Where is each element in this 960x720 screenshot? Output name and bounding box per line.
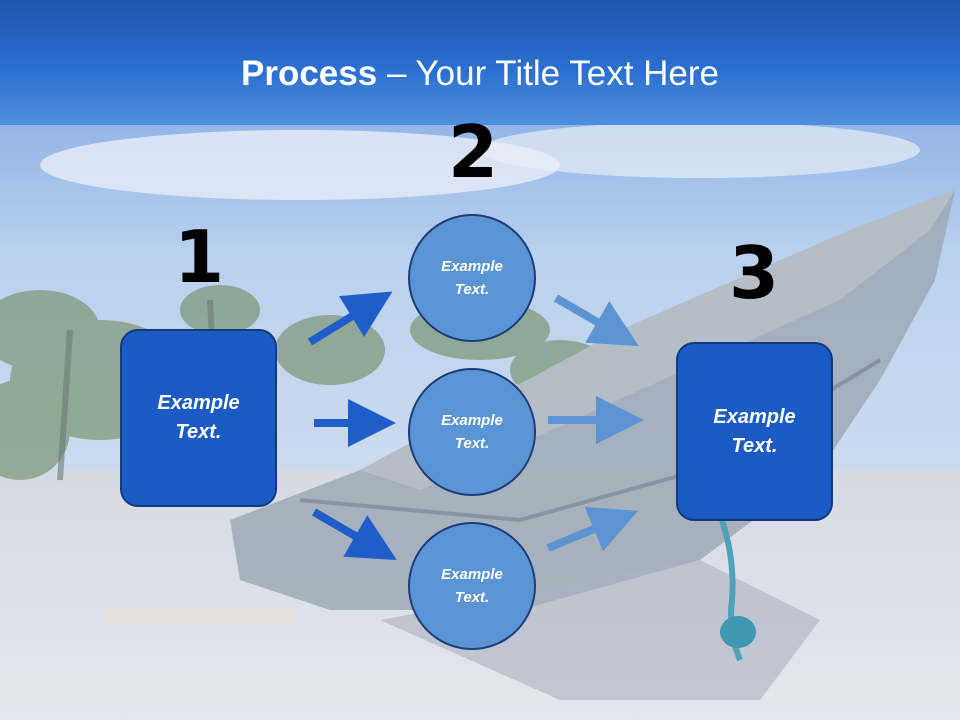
step-2-circle-middle: Example Text.	[408, 368, 536, 496]
step-1-box: Example Text.	[120, 329, 277, 507]
arrow-left-to-bottom	[311, 508, 397, 561]
slide-title: Process – Your Title Text Here	[0, 52, 960, 96]
title-strong: Process	[241, 54, 378, 93]
circle-bottom-label: Example Text.	[441, 566, 503, 606]
step-1-box-label: Example Text.	[157, 392, 240, 443]
step-3-box: Example Text.	[676, 342, 833, 521]
arrow-left-to-top	[307, 291, 393, 346]
step-2-circle-top: Example Text.	[408, 214, 536, 342]
circle-middle-label: Example Text.	[441, 412, 503, 452]
arrow-top-to-right	[553, 294, 639, 347]
title-rest: – Your Title Text Here	[377, 54, 719, 93]
step-number-1: 1	[173, 215, 225, 299]
step-2-circle-bottom: Example Text.	[408, 522, 536, 650]
circle-top-label: Example Text.	[441, 258, 503, 298]
step-number-2: 2	[447, 110, 499, 194]
step-3-box-label: Example Text.	[713, 405, 796, 457]
title-bar	[0, 0, 960, 125]
arrow-bottom-to-right	[546, 506, 639, 552]
step-number-3: 3	[728, 231, 780, 315]
